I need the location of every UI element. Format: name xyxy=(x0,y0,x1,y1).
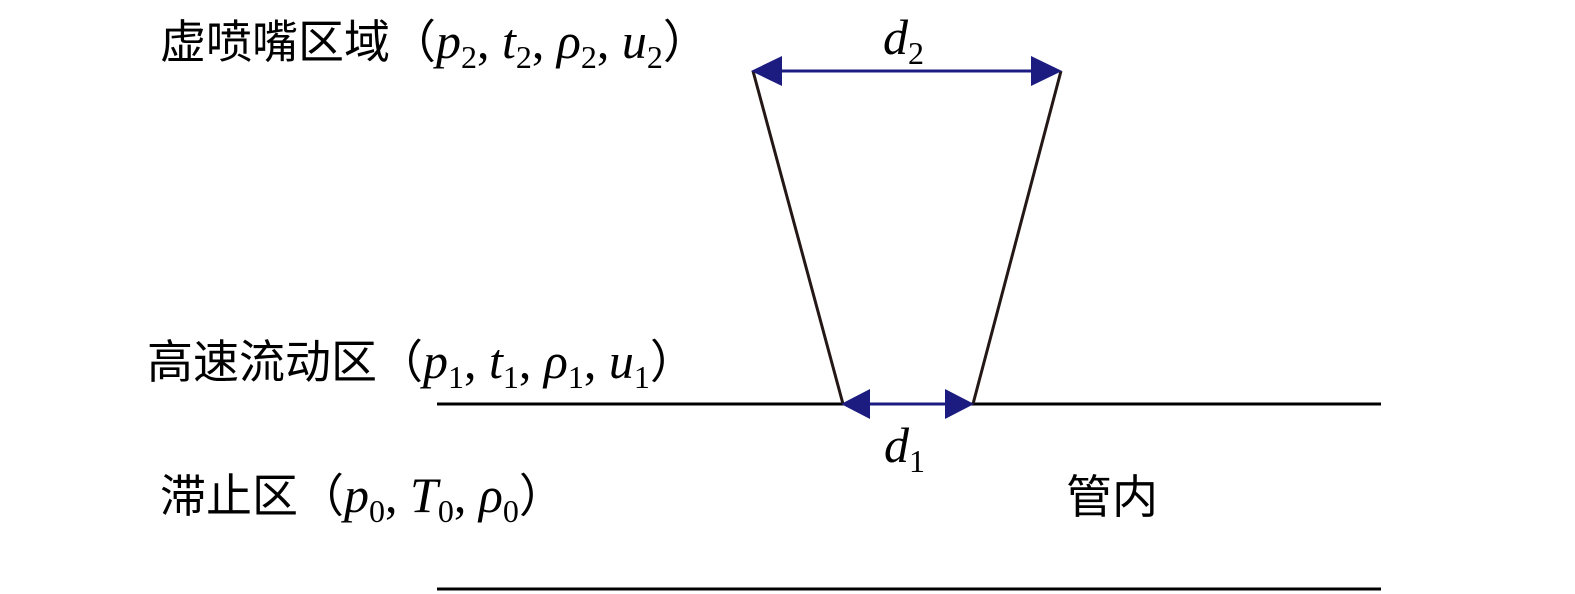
comma: , xyxy=(385,467,398,523)
var-t-sub: 2 xyxy=(515,39,532,75)
in-pipe-label: 管内 xyxy=(1066,470,1158,524)
high-speed-region-name: 高速流动区 xyxy=(147,335,377,389)
nozzle-right-edge xyxy=(971,70,1063,405)
d1-symbol: d xyxy=(884,417,909,473)
d1-subscript: 1 xyxy=(909,443,925,479)
var-u-sub: 1 xyxy=(633,359,650,395)
close-paren: ） xyxy=(518,469,565,523)
var-t-sub: 1 xyxy=(502,359,519,395)
stagnation-vars: p0, T0, ρ0 xyxy=(344,467,519,527)
var-rho: ρ xyxy=(556,13,581,69)
comma: , xyxy=(596,13,610,69)
d1-arrowhead-left xyxy=(841,389,870,419)
stagnation-region-name: 滞止区 xyxy=(160,469,298,523)
d1-arrowhead-right xyxy=(945,389,974,419)
d2-arrowhead-right xyxy=(1031,56,1062,86)
var-u: u xyxy=(608,333,634,389)
close-paren: ） xyxy=(649,335,696,389)
d2-arrowhead-left xyxy=(751,56,782,86)
d1-label: d1 xyxy=(884,420,925,477)
open-paren: （ xyxy=(298,469,344,523)
d2-subscript: 2 xyxy=(908,35,924,71)
comma: , xyxy=(518,333,532,389)
var-T: T xyxy=(410,467,438,523)
var-p: p xyxy=(423,333,448,389)
virtual-nozzle-region-label: 虚喷嘴区域（p2, t2, ρ2, u2） xyxy=(160,16,709,73)
comma: , xyxy=(453,467,467,523)
open-paren: （ xyxy=(390,15,436,69)
var-p: p xyxy=(344,467,369,523)
comma: , xyxy=(464,333,477,389)
var-rho-sub: 2 xyxy=(580,39,597,75)
var-p-sub: 1 xyxy=(448,359,464,395)
var-p: p xyxy=(436,13,461,69)
var-p-sub: 2 xyxy=(461,39,477,75)
var-u: u xyxy=(621,13,647,69)
virtual-nozzle-region-name: 虚喷嘴区域 xyxy=(160,15,390,69)
comma: , xyxy=(531,13,545,69)
close-paren: ） xyxy=(662,15,709,69)
nozzle-left-edge xyxy=(751,70,845,405)
d2-label: d2 xyxy=(883,12,924,69)
var-rho: ρ xyxy=(478,467,503,523)
var-rho-sub: 0 xyxy=(502,493,519,529)
var-t: t xyxy=(502,13,516,69)
comma: , xyxy=(583,333,597,389)
var-T-sub: 0 xyxy=(437,493,454,529)
virtual-nozzle-vars: p2, t2, ρ2, u2 xyxy=(436,13,663,73)
comma: , xyxy=(477,13,490,69)
d2-symbol: d xyxy=(883,9,908,65)
high-speed-vars: p1, t1, ρ1, u1 xyxy=(423,333,650,393)
var-rho: ρ xyxy=(543,333,568,389)
var-u-sub: 2 xyxy=(646,39,663,75)
high-speed-region-label: 高速流动区（p1, t1, ρ1, u1） xyxy=(147,336,696,393)
var-rho-sub: 1 xyxy=(567,359,584,395)
open-paren: （ xyxy=(377,335,423,389)
stagnation-region-label: 滞止区（p0, T0, ρ0） xyxy=(160,470,565,527)
var-t: t xyxy=(489,333,503,389)
var-p-sub: 0 xyxy=(369,493,385,529)
